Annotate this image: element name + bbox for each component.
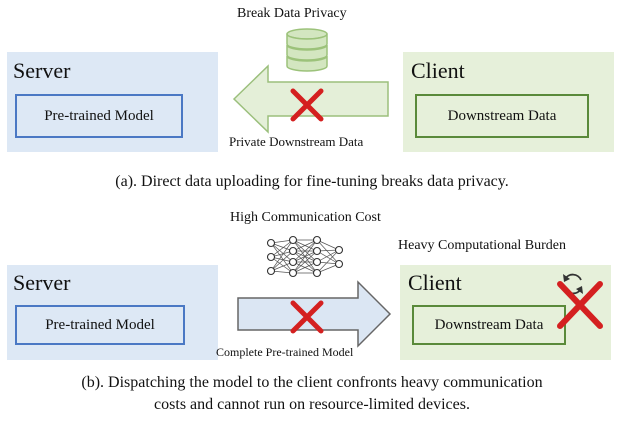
break-data-privacy-label: Break Data Privacy: [237, 6, 347, 21]
complete-pretrained-model-label: Complete Pre-trained Model: [216, 345, 354, 359]
client-panel-a: Client Downstream Data: [403, 52, 614, 152]
private-downstream-data-label: Private Downstream Data: [229, 134, 364, 149]
client-title: Client: [411, 58, 465, 83]
downstream-data-box: Downstream Data: [412, 305, 566, 345]
caption-b-line1: (b). Dispatching the model to the client…: [81, 374, 543, 391]
pretrained-model-box: Pre-trained Model: [15, 94, 183, 138]
heavy-computational-burden-label: Heavy Computational Burden: [398, 238, 566, 253]
downstream-data-box: Downstream Data: [415, 94, 589, 138]
server-panel-a: Server Pre-trained Model: [7, 52, 218, 152]
red-cross-icon: [557, 281, 603, 329]
pretrained-model-box: Pre-trained Model: [15, 305, 185, 345]
red-cross-icon: [290, 88, 324, 122]
client-title: Client: [408, 270, 462, 295]
caption-b-line2: costs and cannot run on resource-limited…: [154, 396, 470, 413]
client-panel-b: Client Downstream Data: [400, 265, 611, 360]
red-cross-icon: [290, 300, 324, 334]
high-communication-cost-label: High Communication Cost: [230, 210, 381, 225]
server-title: Server: [13, 270, 71, 295]
server-title: Server: [13, 58, 71, 83]
database-icon: [286, 28, 328, 72]
right-arrow-shape: [237, 280, 392, 348]
server-panel-b: Server Pre-trained Model: [7, 265, 218, 360]
caption-a: (a). Direct data uploading for fine-tuni…: [115, 173, 509, 190]
neural-network-icon: [266, 235, 344, 278]
